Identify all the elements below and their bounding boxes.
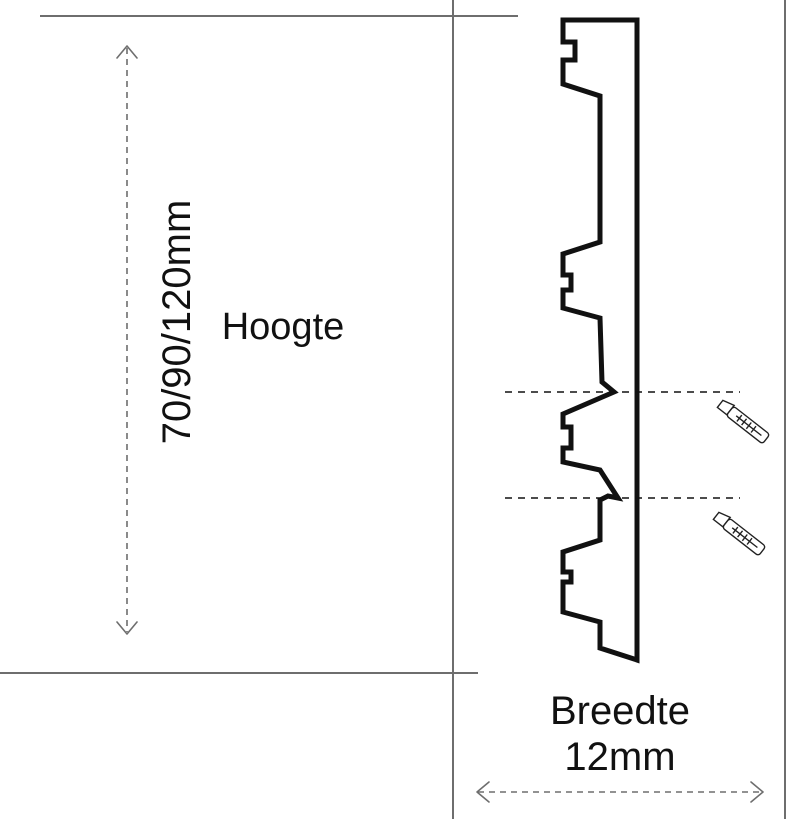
utility-knife-icon <box>716 399 770 444</box>
width-dimension-arrow <box>476 781 764 803</box>
width-value-label: 12mm <box>564 735 675 779</box>
height-value-label: 70/90/120mm <box>155 200 199 445</box>
height-name-label: Hoogte <box>222 306 345 348</box>
width-name-label: Breedte <box>550 689 690 733</box>
panel-profile <box>560 17 640 664</box>
utility-knife-icon <box>712 511 766 556</box>
height-dimension-arrow <box>116 45 138 635</box>
